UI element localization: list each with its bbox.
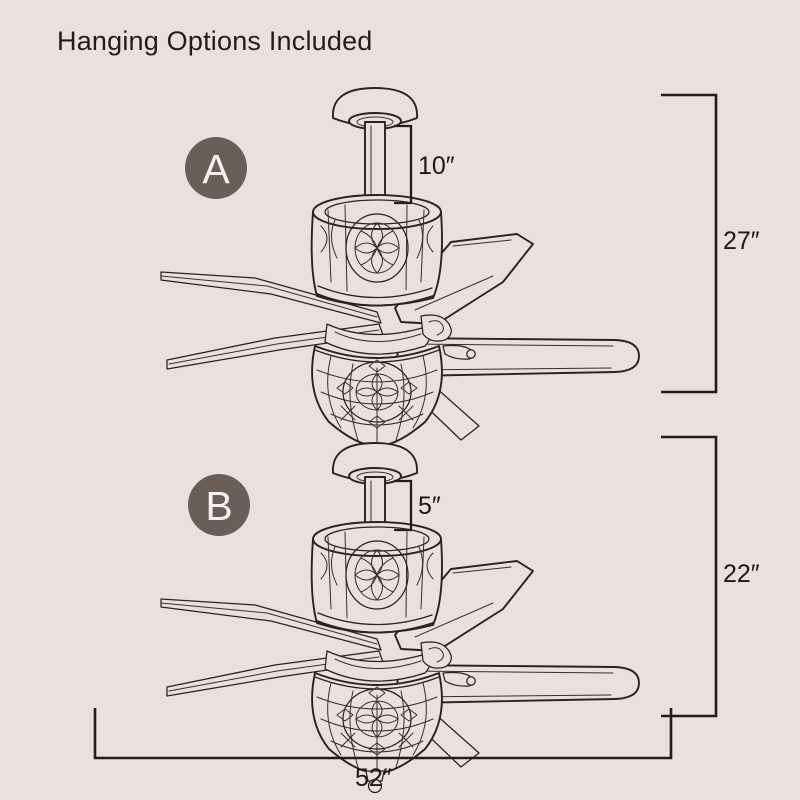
option-b-group: B 5″ 22″ [160, 435, 760, 794]
width-dim-bracket [93, 708, 673, 760]
height-a-dim-label: 27″ [723, 227, 760, 255]
badge-a-circle [185, 137, 247, 199]
badge-b-circle [188, 474, 250, 536]
badge-a-label: A [202, 146, 230, 192]
downrod-b [364, 476, 386, 524]
width-dimension-group: 52″ [93, 708, 673, 792]
height-b-dim-bracket [661, 435, 718, 718]
downrod-b-dim-bracket [394, 479, 413, 532]
height-a-dim-bracket [661, 93, 718, 394]
downrod-a-dim-label: 10″ [418, 152, 455, 180]
option-a-badge: A [185, 137, 247, 199]
badge-b-label: B [205, 483, 232, 529]
height-b-dim-label: 22″ [723, 560, 760, 588]
page-title: Hanging Options Included [57, 26, 373, 56]
downrod-b-dim-label: 5″ [418, 492, 441, 520]
width-dim-label: 52″ [355, 764, 392, 792]
option-a-group: A 10″ 27″ [160, 87, 760, 467]
option-b-badge: B [188, 474, 250, 536]
downrod-a [364, 121, 386, 197]
downrod-a-dim-bracket [394, 124, 413, 205]
